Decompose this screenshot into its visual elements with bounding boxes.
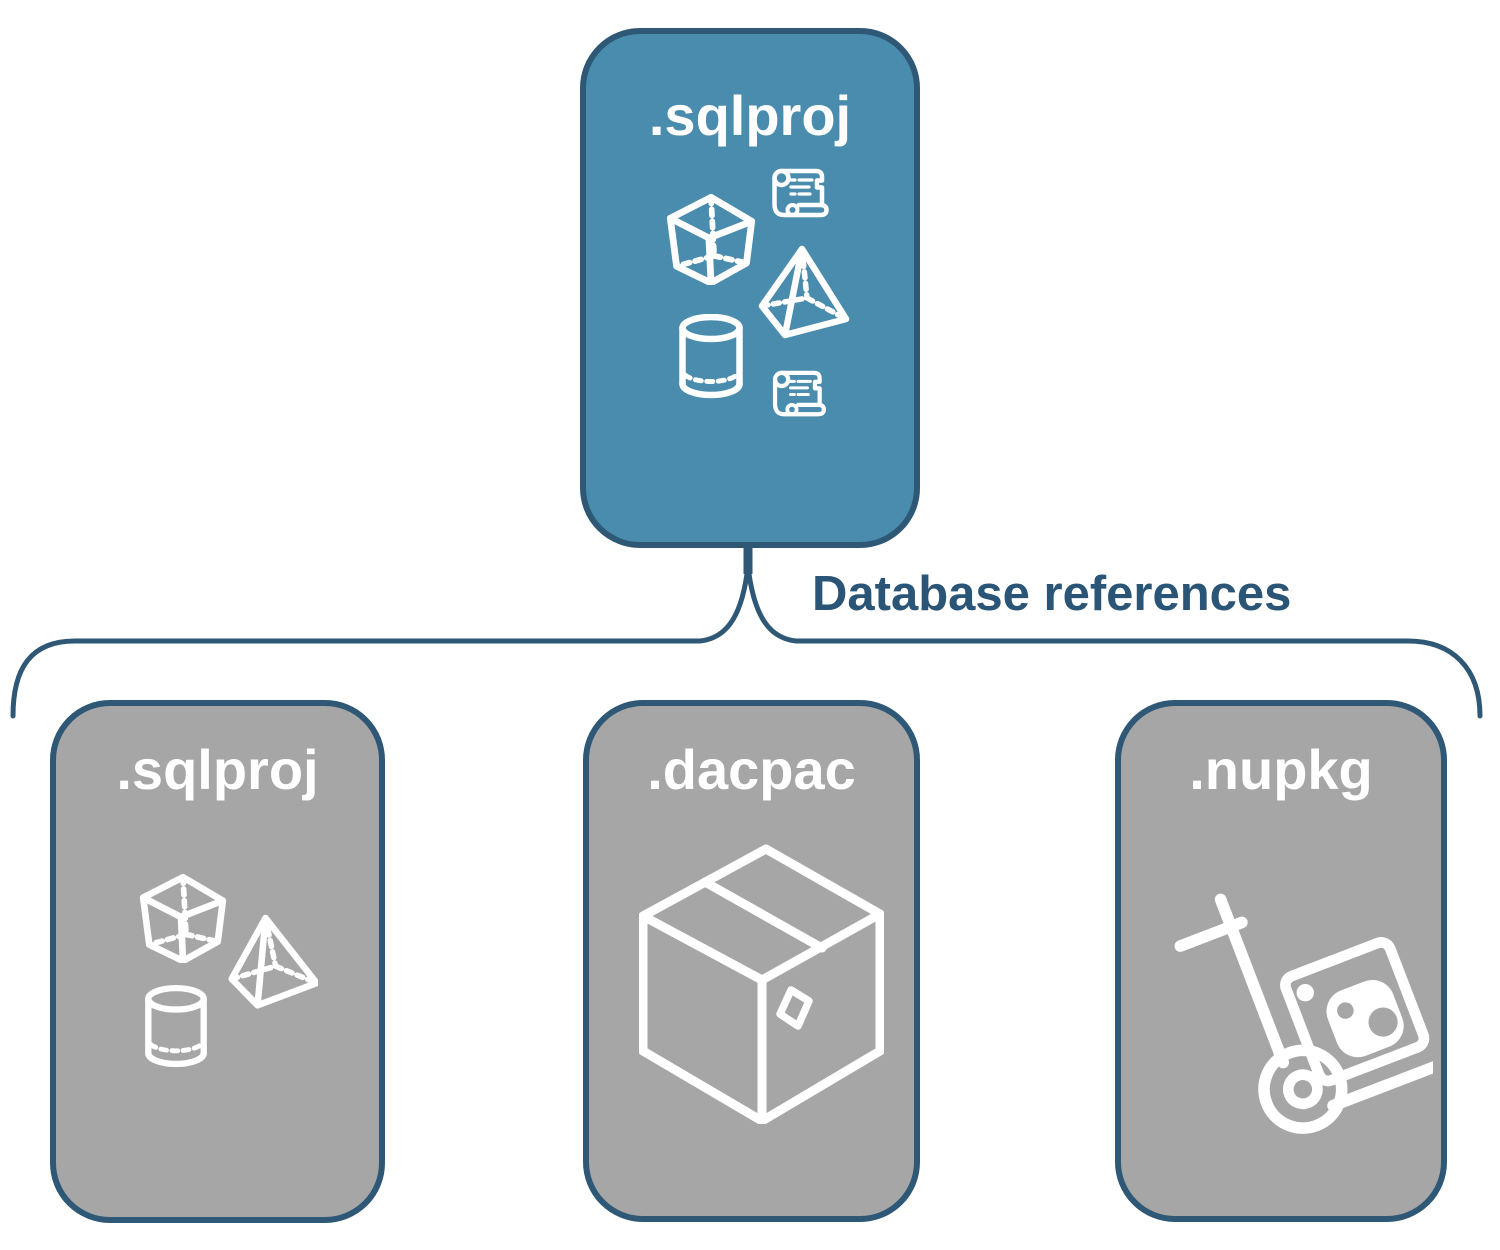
node-child-nupkg: .nupkg bbox=[1115, 700, 1447, 1222]
nuget-logo bbox=[1326, 979, 1404, 1058]
package-box-icon bbox=[639, 844, 884, 1124]
pyramid-icon bbox=[218, 911, 318, 1011]
hand-truck-wheel bbox=[1258, 1044, 1348, 1134]
cube-icon bbox=[137, 869, 229, 963]
edge-label: Database references bbox=[812, 567, 1292, 621]
hand-truck-nuget-icon bbox=[1171, 854, 1433, 1136]
cube-icon bbox=[664, 189, 758, 285]
hand-truck-handle bbox=[1174, 916, 1248, 952]
scroll-icon bbox=[768, 366, 830, 423]
node-label: .nupkg bbox=[1189, 738, 1373, 801]
node-root-sqlproj: .sqlproj bbox=[580, 28, 920, 548]
node-label: .sqlproj bbox=[648, 84, 852, 147]
nuget-package-outline bbox=[1280, 937, 1430, 1087]
pyramid-icon bbox=[750, 244, 850, 340]
node-label: .sqlproj bbox=[116, 738, 319, 801]
scroll-icon bbox=[767, 164, 833, 224]
cylinder-icon bbox=[142, 984, 210, 1070]
cylinder-icon bbox=[676, 314, 746, 400]
hand-truck-platform bbox=[1327, 1060, 1433, 1112]
node-child-sqlproj: .sqlproj bbox=[50, 700, 385, 1223]
node-child-dacpac: .dacpac bbox=[583, 700, 920, 1222]
node-label: .dacpac bbox=[647, 738, 856, 801]
